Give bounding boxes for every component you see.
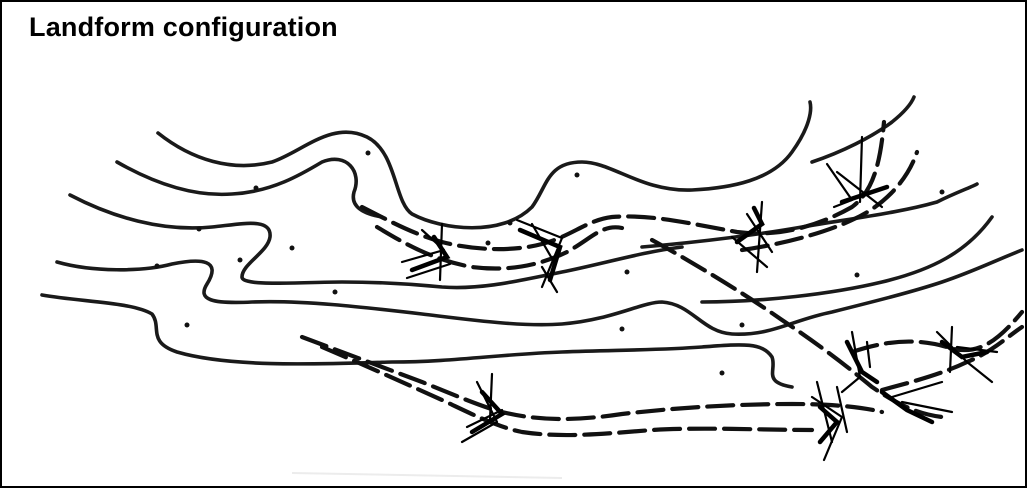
contour-line-5	[42, 295, 792, 387]
dot	[185, 323, 190, 328]
dot	[740, 323, 745, 328]
contour-line-7	[642, 184, 977, 247]
flow-symbols	[402, 137, 997, 460]
contour-line-4	[57, 250, 1022, 334]
dot	[197, 227, 202, 232]
faint-scan-line	[292, 473, 562, 478]
dot	[486, 241, 491, 246]
swale-4	[652, 240, 942, 417]
dot	[720, 371, 725, 376]
flow-symbol-4	[827, 137, 887, 207]
dot	[620, 327, 625, 332]
dot	[238, 258, 243, 263]
flow-symbol-7	[842, 332, 877, 392]
dot	[254, 186, 259, 191]
contour-line-3	[70, 195, 682, 288]
dot	[625, 270, 630, 275]
dot	[575, 173, 580, 178]
dot	[366, 151, 371, 156]
contour-line-2	[117, 159, 382, 217]
contour-line-8	[702, 217, 992, 302]
dashed-swales	[302, 122, 1022, 435]
dot	[155, 264, 160, 269]
dot	[290, 246, 295, 251]
contour-line-1	[158, 102, 811, 228]
flow-symbol-6	[812, 382, 847, 460]
swale-1	[362, 122, 884, 249]
dot	[940, 190, 945, 195]
dot	[508, 221, 513, 226]
dot	[333, 290, 338, 295]
dot	[855, 273, 860, 278]
contour-line-6	[812, 97, 914, 162]
flow-symbol-5	[462, 374, 502, 442]
flow-symbol-8	[937, 327, 997, 382]
